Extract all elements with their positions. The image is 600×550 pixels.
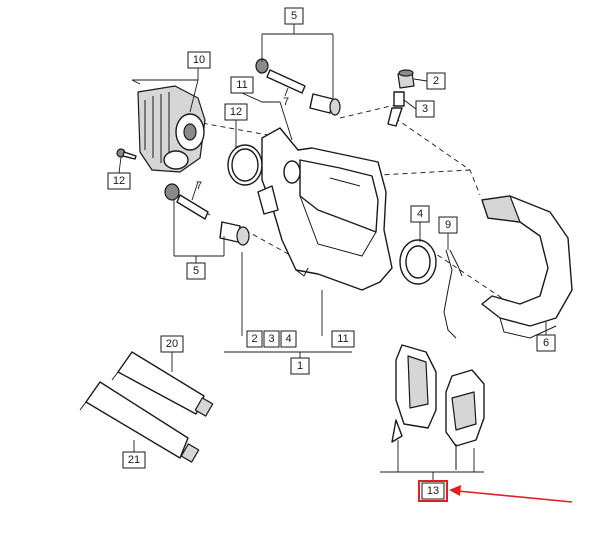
svg-text:9: 9 xyxy=(445,219,451,231)
guide-pin xyxy=(164,183,209,220)
label-5-top: 5 xyxy=(284,7,304,25)
svg-text:12: 12 xyxy=(113,175,125,187)
svg-text:6: 6 xyxy=(543,337,549,349)
motor-seal-ring xyxy=(227,144,263,186)
svg-text:20: 20 xyxy=(166,338,178,350)
label-row-2: 2 xyxy=(246,330,263,348)
caliper-carrier xyxy=(481,195,573,339)
svg-text:3: 3 xyxy=(422,103,428,115)
svg-text:21: 21 xyxy=(128,454,140,466)
label-3: 3 xyxy=(415,100,435,118)
label-row-11: 11 xyxy=(331,330,355,348)
bleeder-dust-cap xyxy=(397,69,415,89)
label-13: 13 xyxy=(418,480,448,502)
svg-text:2: 2 xyxy=(433,75,439,87)
label-9: 9 xyxy=(438,216,458,234)
svg-text:4: 4 xyxy=(285,333,291,345)
grease-tube-21 xyxy=(79,381,200,463)
label-11-top: 11 xyxy=(230,76,254,94)
svg-text:3: 3 xyxy=(268,333,274,345)
label-4: 4 xyxy=(410,205,430,223)
svg-text:10: 10 xyxy=(193,54,205,66)
svg-text:11: 11 xyxy=(236,79,247,91)
label-7-top: 7 xyxy=(283,96,289,108)
spring-clip xyxy=(443,249,463,339)
svg-text:7: 7 xyxy=(283,96,289,108)
label-12-left: 12 xyxy=(107,172,131,190)
highlight-arrow xyxy=(449,485,573,503)
piston-seal xyxy=(399,239,437,285)
motor-screw xyxy=(116,148,137,160)
label-7-mid: 7 xyxy=(196,180,202,192)
svg-text:12: 12 xyxy=(230,106,242,118)
parking-brake-motor xyxy=(137,85,206,173)
label-2: 2 xyxy=(426,72,446,90)
label-row-4: 4 xyxy=(280,330,297,348)
label-6: 6 xyxy=(536,334,556,352)
label-5-bottom: 5 xyxy=(186,262,206,280)
svg-text:1: 1 xyxy=(297,360,303,372)
svg-text:7: 7 xyxy=(196,180,202,192)
guide-bolt-kit-top xyxy=(255,58,341,116)
label-12-upper: 12 xyxy=(224,103,248,121)
svg-text:4: 4 xyxy=(417,208,423,220)
bleeder-screw xyxy=(387,91,405,127)
svg-text:13: 13 xyxy=(427,485,439,497)
label-21: 21 xyxy=(122,451,146,469)
guide-bushing xyxy=(219,221,250,246)
brake-caliper-housing xyxy=(257,127,393,291)
leader-lines xyxy=(118,24,547,482)
label-20: 20 xyxy=(160,335,184,353)
grease-tube-20 xyxy=(111,351,214,417)
brake-pads xyxy=(391,344,485,470)
label-13-highlight xyxy=(418,480,448,502)
label-10: 10 xyxy=(187,51,211,69)
svg-text:5: 5 xyxy=(291,10,297,22)
svg-text:2: 2 xyxy=(251,333,257,345)
svg-text:11: 11 xyxy=(337,333,348,345)
label-1: 1 xyxy=(290,357,310,375)
label-row-3: 3 xyxy=(263,330,280,348)
svg-text:5: 5 xyxy=(193,265,199,277)
